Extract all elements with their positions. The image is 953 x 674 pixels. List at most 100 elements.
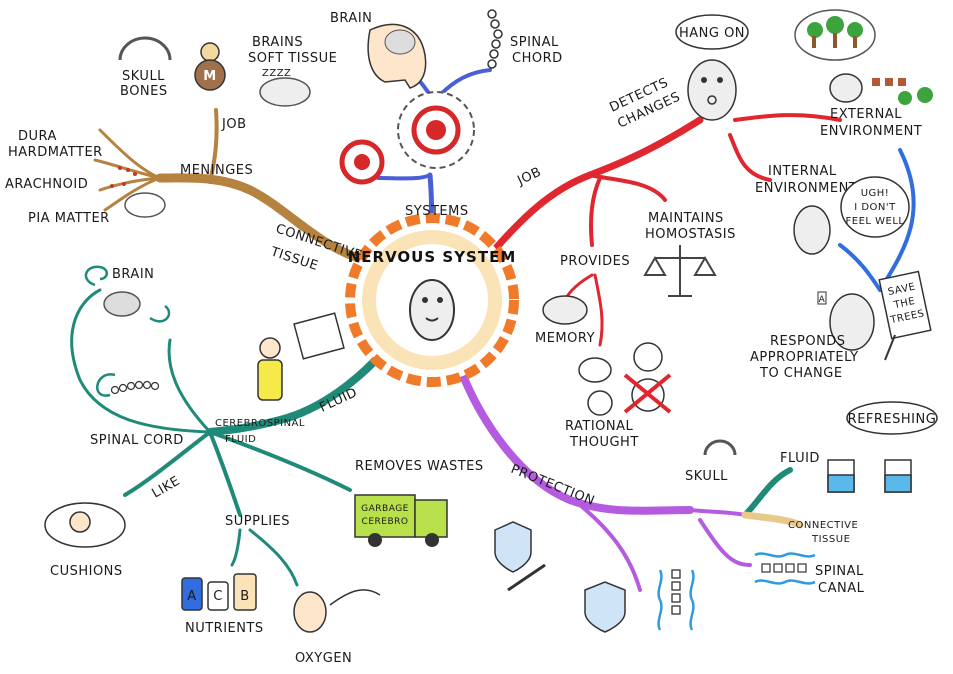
gear-target-icon	[397, 91, 475, 169]
label-ugh: UGH!	[861, 188, 890, 199]
connective-right-branch	[741, 511, 804, 529]
protection-branch	[456, 364, 752, 592]
scientist-icon	[257, 312, 345, 401]
environment-branch	[838, 148, 916, 292]
brain-character-worried-icon	[687, 59, 737, 121]
letter-a-hand: A	[819, 295, 826, 305]
spine-chain-icon	[487, 9, 503, 69]
label-dont: I DON'T	[854, 202, 896, 213]
label-external-env: ENVIRONMENT	[820, 124, 922, 139]
meninges-dots	[110, 166, 137, 188]
fluid-right-branch	[742, 467, 793, 518]
label-dura: DURA	[18, 129, 57, 144]
trees-thought-icon	[794, 9, 876, 61]
bottles-icon	[181, 573, 257, 611]
label-appropriately: APPROPRIATELY	[750, 350, 859, 365]
thinking-icons	[578, 342, 672, 416]
fluid-branch	[70, 288, 396, 587]
sleeping-brain-icon	[259, 77, 311, 107]
label-tissue: TISSUE	[268, 244, 320, 274]
label-systems: SYSTEMS	[405, 204, 469, 219]
label-thought: THOUGHT	[569, 435, 639, 450]
label-skull: SKULL	[685, 469, 728, 484]
speech-bubble-ugh	[840, 176, 910, 238]
water-glasses-icon	[827, 459, 912, 493]
label-brains: BRAINS	[252, 35, 303, 50]
label-cushions: CUSHIONS	[50, 564, 123, 579]
label-removes-wastes: REMOVES WASTES	[355, 459, 484, 474]
label-responds: RESPONDS	[770, 334, 846, 349]
shields-icon	[494, 521, 626, 633]
label-spinal-canal: SPINAL	[815, 564, 864, 579]
breathing-face-icon	[293, 589, 381, 633]
balance-scale-icon	[643, 245, 717, 297]
label-skull-bones-b: BONES	[120, 84, 168, 99]
target-icon	[339, 139, 385, 185]
label-memory: MEMORY	[535, 331, 595, 346]
save-trees-sign	[878, 270, 932, 361]
vertebrae-icon	[671, 569, 681, 615]
stumps-icon	[872, 78, 933, 105]
label-meninges: MENINGES	[180, 163, 253, 178]
label-feel-well: FEEL WELL	[846, 216, 905, 227]
center-node: NERVOUS SYSTEM	[345, 213, 519, 387]
bottle-label-b: B	[240, 589, 249, 604]
skull-arch-right-icon	[703, 439, 737, 456]
label-spinal: SPINAL	[510, 35, 559, 50]
wave-lines-icon	[657, 569, 695, 631]
label-canal: CANAL	[818, 581, 865, 596]
label-homostasis: HOMOSTASIS	[645, 227, 736, 242]
label-to-change: TO CHANGE	[759, 366, 843, 381]
label-external: EXTERNAL	[830, 107, 902, 122]
m-letter: M	[203, 69, 216, 84]
label-refreshing: REFRESHING	[848, 412, 937, 427]
label-oxygen: OXYGEN	[295, 651, 352, 666]
spiral-swirls-icon	[84, 265, 171, 397]
label-brain-top: BRAIN	[330, 11, 372, 26]
label-fluid-right: FLUID	[780, 451, 820, 466]
label-spinal-cord: SPINAL CORD	[90, 433, 184, 448]
label-soft-tissue: SOFT TISSUE	[248, 51, 337, 66]
label-provides: PROVIDES	[560, 254, 630, 269]
label-nutrients: NUTRIENTS	[185, 621, 264, 636]
meninges-branch	[93, 108, 377, 267]
label-hang-on: HANG ON	[679, 26, 745, 41]
label-rational: RATIONAL	[565, 419, 634, 434]
center-title: NERVOUS SYSTEM	[348, 248, 517, 266]
m-character-icon: M	[194, 42, 226, 91]
label-hardmatter: HARDMATTER	[8, 145, 103, 160]
label-connective-right: CONNECTIVE	[788, 520, 858, 531]
label-job-right: JOB	[514, 165, 543, 189]
label-the: THE	[892, 296, 916, 311]
label-job-meninges: JOB	[221, 117, 247, 132]
label-brain-left: BRAIN	[112, 267, 154, 282]
label-protection: PROTECTION	[509, 462, 597, 509]
label-like: LIKE	[150, 474, 183, 502]
speech-bubble-refreshing	[846, 401, 938, 435]
job-branch	[486, 113, 842, 347]
label-skull-bones-a: SKULL	[122, 69, 165, 84]
bottle-label-c: C	[213, 589, 223, 604]
bottle-label-a: A	[187, 589, 196, 604]
label-cerebrospinal: CEREBROSPINAL	[215, 418, 305, 429]
garbage-truck-icon	[354, 494, 448, 547]
speech-bubble-hang-on	[675, 14, 749, 50]
spinal-cord-left-icon	[110, 380, 160, 395]
cloud-icon	[124, 192, 166, 218]
brain-left-icon	[103, 291, 141, 317]
label-arachnoid: ARACHNOID	[5, 177, 88, 192]
label-maintains: MAINTAINS	[648, 211, 724, 226]
label-supplies: SUPPLIES	[225, 514, 290, 529]
head-profile-icon	[367, 23, 427, 89]
label-internal: INTERNAL	[768, 164, 837, 179]
sick-brain-icon	[793, 205, 831, 255]
label-cerebro: CEREBRO	[362, 517, 409, 527]
skull-arch-icon	[118, 36, 172, 61]
label-chord: CHORD	[512, 51, 563, 66]
sleeping-baby-icon	[44, 502, 126, 548]
label-tissue-right: TISSUE	[811, 534, 850, 545]
protest-brain-icon: A	[817, 291, 875, 351]
label-internal-env: ENVIRONMENT	[755, 181, 857, 196]
sad-brain-icon	[829, 73, 863, 103]
